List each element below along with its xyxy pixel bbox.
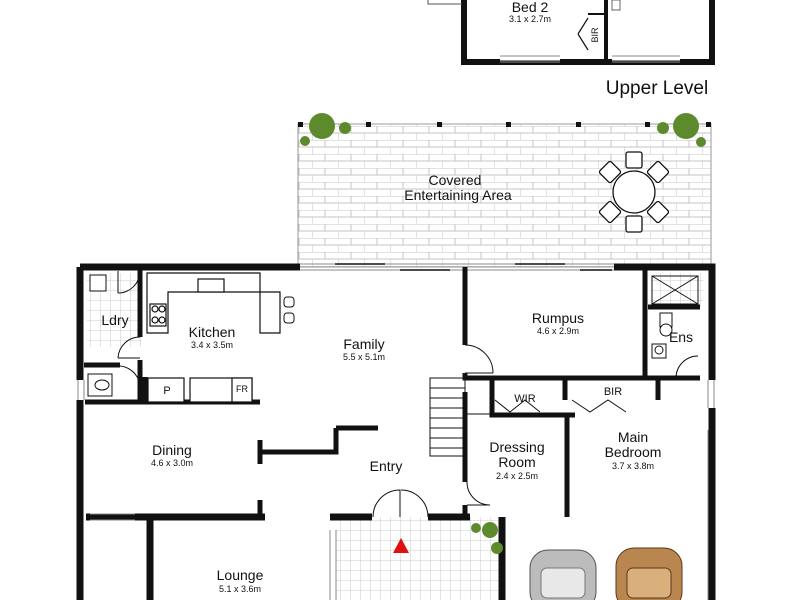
family-label: Family: [343, 336, 384, 352]
tree-icon: [300, 113, 706, 147]
covered-label-line1: Covered: [429, 172, 482, 188]
kitchen-label: Kitchen: [189, 324, 236, 340]
rumpus-dims: 4.6 x 2.9m: [537, 326, 579, 336]
door-swings: [117, 270, 699, 518]
dressing-room-dims: 2.4 x 2.5m: [496, 471, 538, 481]
dressing-room-label-line1: Dressing: [489, 439, 544, 455]
entry-label: Entry: [370, 458, 403, 474]
dining-label: Dining: [152, 442, 192, 458]
bar-stool-icon: [283, 296, 295, 324]
kitchen-dims: 3.4 x 3.5m: [191, 340, 233, 350]
car-icon: [529, 547, 683, 600]
laundry-tub-icon: [87, 274, 113, 397]
dressing-room-label-line2: Room: [498, 454, 535, 470]
lounge-label: Lounge: [217, 567, 264, 583]
covered-label-line2: Entertaining Area: [404, 187, 512, 203]
bed2-dims: 3.1 x 2.7m: [509, 14, 551, 24]
ensuite-label: Ens: [669, 329, 693, 345]
main-bedroom-label-line2: Bedroom: [605, 444, 662, 460]
staircase: [429, 377, 494, 457]
main-bedroom-dims: 3.7 x 3.8m: [612, 461, 654, 471]
main-bedroom-label-line1: Main: [618, 429, 648, 445]
rumpus-label: Rumpus: [532, 310, 584, 326]
upper-bir-label: BIR: [590, 27, 600, 43]
fridge-label: FR: [236, 384, 248, 394]
shower-icon: [651, 275, 699, 305]
exterior-walls: [76, 263, 716, 600]
outdoor-dining-table-icon: [598, 151, 670, 233]
laundry-label: Ldry: [101, 312, 128, 328]
shrub-icon: [471, 522, 503, 554]
dining-dims: 4.6 x 3.0m: [151, 458, 193, 468]
lounge-dims: 5.1 x 3.6m: [219, 584, 261, 594]
pantry-label: P: [163, 385, 170, 397]
kitchen-benches: [146, 272, 281, 403]
upper-level-heading: Upper Level: [606, 78, 708, 99]
wir-label: WIR: [514, 393, 535, 405]
upper-level: [427, 0, 715, 65]
covered-entertaining-area: [297, 122, 712, 268]
bed2-label: Bed 2: [512, 0, 549, 15]
bir-label: BIR: [604, 386, 622, 398]
family-dims: 5.5 x 5.1m: [343, 352, 385, 362]
entry-arrow-icon: [393, 538, 409, 553]
wc-icon: [651, 312, 673, 359]
window-sashes: [335, 263, 612, 271]
